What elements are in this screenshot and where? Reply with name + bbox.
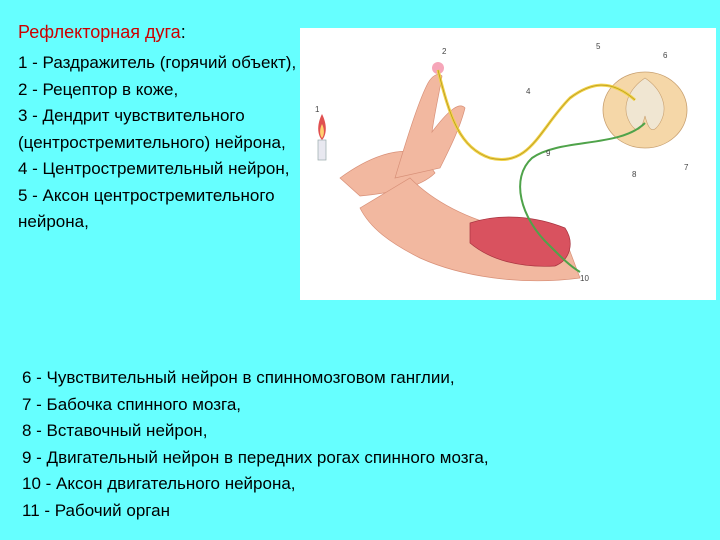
- sensory-nerve-line: [437, 69, 636, 160]
- label-6: 6: [663, 51, 668, 60]
- legend-item-7: 7 - Бабочка спинного мозга,: [22, 394, 242, 414]
- legend-item-9: 9 - Двигательный нейрон в передних рогах…: [22, 447, 489, 467]
- title-text: Рефлекторная дуга: [18, 22, 181, 42]
- legend-left: 1 - Раздражитель (горячий объект), 2 - Р…: [18, 50, 298, 236]
- legend-item-2: 2 - Рецептор в коже,: [18, 79, 179, 99]
- legend-item-1: 1 - Раздражитель (горячий объект),: [18, 53, 297, 72]
- label-1: 1: [315, 105, 320, 114]
- legend-item-6: 6 - Чувствительный нейрон в спинномозгов…: [22, 368, 455, 387]
- legend-item-10: 10 - Аксон двигательного нейрона,: [22, 474, 296, 493]
- muscle-shape: [469, 216, 571, 267]
- label-2: 2: [442, 47, 447, 56]
- legend-bottom: 6 - Чувствительный нейрон в спинномозгов…: [22, 365, 712, 524]
- legend-item-5: 5 - Аксон центростремительного нейрона,: [18, 185, 280, 232]
- legend-item-8: 8 - Вставочный нейрон,: [22, 421, 208, 440]
- slide-title: Рефлекторная дуга:: [18, 22, 186, 43]
- legend-item-3: 3 - Дендрит чувствительного (центрострем…: [18, 106, 286, 152]
- arm-illustration: [339, 74, 581, 282]
- label-7: 7: [684, 163, 689, 172]
- title-colon: :: [180, 22, 186, 42]
- label-9: 9: [546, 149, 551, 158]
- label-10: 10: [580, 274, 589, 283]
- candle-stimulus: [317, 114, 327, 161]
- motor-nerve: [519, 122, 646, 273]
- label-4: 4: [526, 87, 531, 96]
- legend-item-11: 11 - Рабочий орган: [22, 500, 170, 520]
- legend-item-4: 4 - Центростремительный нейрон,: [18, 159, 290, 178]
- receptor-glow: [432, 62, 444, 74]
- label-5: 5: [596, 42, 601, 51]
- reflex-arc-figure: 1 2 4 5 6 7 8 9 10: [300, 28, 716, 300]
- label-8: 8: [632, 170, 637, 179]
- reflex-arc-illustration: 1 2 4 5 6 7 8 9 10: [315, 42, 689, 283]
